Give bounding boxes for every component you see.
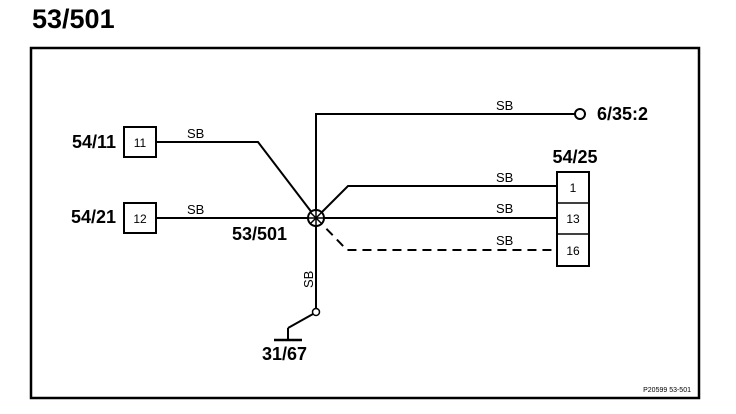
wire-54-25-pin1 bbox=[315, 185, 557, 219]
connector-54-21-pin: 12 bbox=[133, 212, 147, 226]
wire-color-label: SB bbox=[496, 201, 513, 216]
connector-54-11-pin: 11 bbox=[134, 136, 147, 150]
connector-54-11-label: 54/11 bbox=[72, 132, 116, 152]
wire-54-25-pin16 bbox=[315, 217, 557, 251]
wire-color-label: SB bbox=[301, 271, 316, 288]
connector-54-21-box bbox=[123, 202, 157, 234]
connector-54-21-label: 54/21 bbox=[71, 207, 116, 227]
switch-contact bbox=[311, 307, 321, 317]
connector-54-25-label: 54/25 bbox=[552, 147, 597, 167]
terminal-6-35-2 bbox=[574, 108, 586, 120]
wire-color-label: SB bbox=[496, 233, 513, 248]
connector-54-25-box bbox=[556, 171, 590, 267]
wire-6-35-2 bbox=[315, 113, 575, 218]
wire-color-label: SB bbox=[187, 202, 204, 217]
page-title: 53/501 bbox=[32, 4, 115, 34]
wire-54-11 bbox=[156, 141, 317, 219]
switch-arm bbox=[287, 313, 314, 329]
wire-color-label: SB bbox=[187, 126, 204, 141]
connector-54-25-pin: 13 bbox=[566, 212, 580, 226]
terminal-label: 6/35:2 bbox=[597, 104, 648, 124]
splice-label: 53/501 bbox=[232, 224, 287, 244]
connector-54-11-box bbox=[123, 126, 157, 158]
diagram-frame bbox=[29, 46, 701, 400]
splice-53-501 bbox=[307, 209, 325, 227]
wire-color-label: SB bbox=[496, 98, 513, 113]
ground-label: 31/67 bbox=[262, 344, 307, 364]
figure-reference: P20599 53-501 bbox=[643, 387, 691, 394]
connector-54-25-pin: 16 bbox=[566, 244, 580, 258]
connector-54-25-pin: 1 bbox=[570, 181, 577, 195]
wire-color-label: SB bbox=[496, 170, 513, 185]
